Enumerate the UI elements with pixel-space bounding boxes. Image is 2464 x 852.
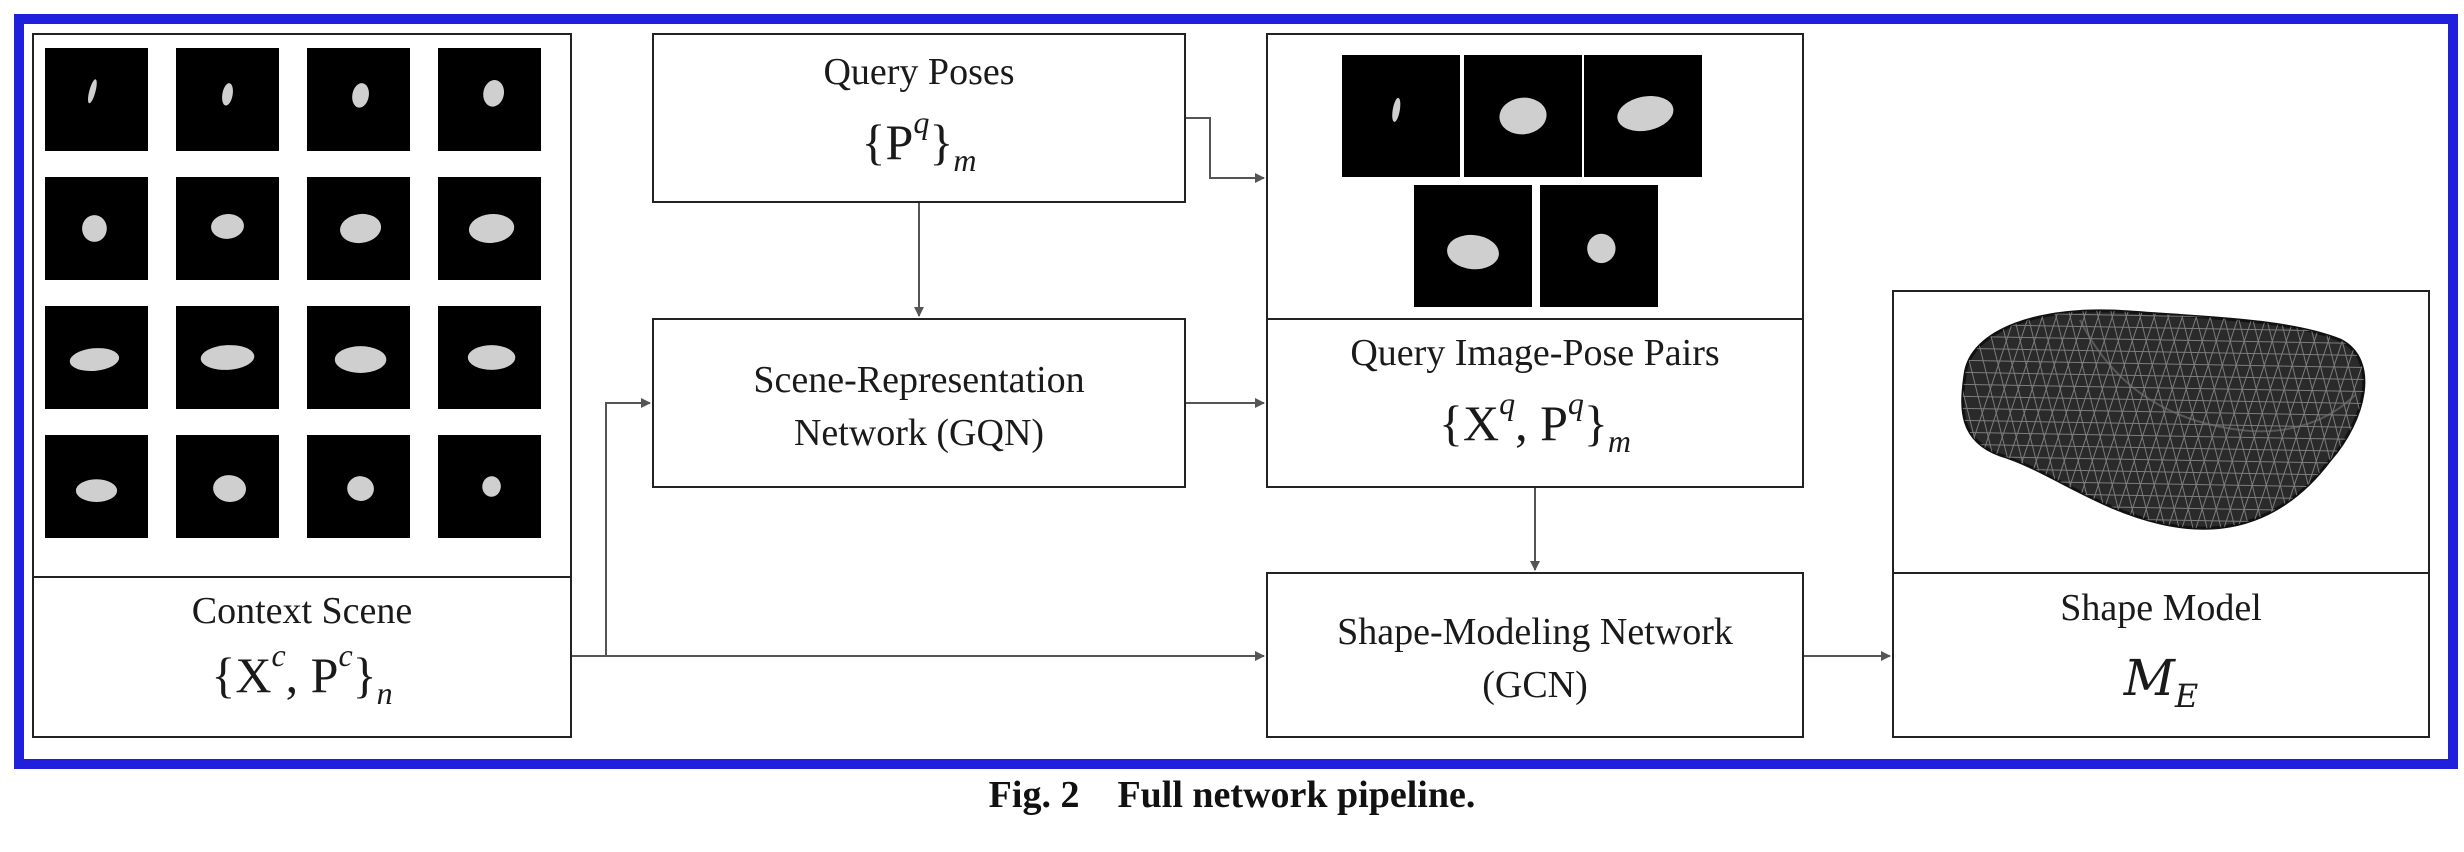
- query-pairs-math: {Xq, Pq}m: [1438, 385, 1632, 459]
- arrow-context-to-gqn: [572, 398, 651, 657]
- shape-modeling-label-line1: Shape-Modeling Network: [1337, 611, 1733, 653]
- image-thumbnail: [176, 435, 279, 538]
- query-poses-label: Query Poses: [823, 51, 1015, 93]
- shape-model-math: ME: [2123, 649, 2199, 715]
- shape-model-label-box: [1892, 572, 2430, 738]
- image-thumbnail: [438, 177, 541, 280]
- shape-mesh-illustration: [1961, 309, 2366, 530]
- image-thumbnail: [1342, 55, 1460, 177]
- image-thumbnail: [438, 306, 541, 409]
- context-scene-label: Context Scene: [191, 590, 413, 632]
- figure-caption-text: Full network pipeline.: [1117, 774, 1476, 816]
- query-pairs-label: Query Image-Pose Pairs: [1350, 332, 1720, 374]
- image-thumbnail: [307, 177, 410, 280]
- figure-number: Fig. 2: [988, 774, 1080, 816]
- query-poses-math: {Pq}m: [861, 104, 977, 178]
- image-thumbnail: [438, 435, 541, 538]
- diagram-frame: [14, 14, 2458, 769]
- image-thumbnail: [176, 177, 279, 280]
- shape-model-label: Shape Model: [2060, 587, 2262, 629]
- shape-modeling-label-line2: (GCN): [1482, 664, 1588, 706]
- arrow-poses-to-pairs: [1186, 117, 1265, 183]
- query-pairs-label-box: [1266, 318, 1804, 488]
- image-thumbnail: [176, 48, 279, 151]
- query-poses-box: [652, 33, 1186, 203]
- image-thumbnail: [45, 435, 148, 538]
- scene-representation-label-line1: Scene-Representation: [753, 359, 1085, 401]
- scene-representation-label-line2: Network (GQN): [793, 412, 1045, 454]
- image-thumbnail: [45, 48, 148, 151]
- image-thumbnail: [438, 48, 541, 151]
- image-thumbnail: [1540, 185, 1658, 307]
- scene-representation-box: [652, 318, 1186, 488]
- image-thumbnail: [45, 306, 148, 409]
- context-scene-math: {Xc, Pc}n: [211, 637, 393, 711]
- image-thumbnail: [307, 48, 410, 151]
- image-thumbnail: [1584, 55, 1702, 177]
- image-thumbnail: [45, 177, 148, 280]
- image-thumbnail: [1414, 185, 1532, 307]
- image-thumbnail: [307, 306, 410, 409]
- shape-modeling-box: [1266, 572, 1804, 738]
- image-thumbnail: [1464, 55, 1582, 177]
- figure-caption: Fig. 2 Full network pipeline.: [0, 770, 2464, 820]
- image-thumbnail: [176, 306, 279, 409]
- image-thumbnail: [307, 435, 410, 538]
- context-scene-label-box: [32, 576, 572, 738]
